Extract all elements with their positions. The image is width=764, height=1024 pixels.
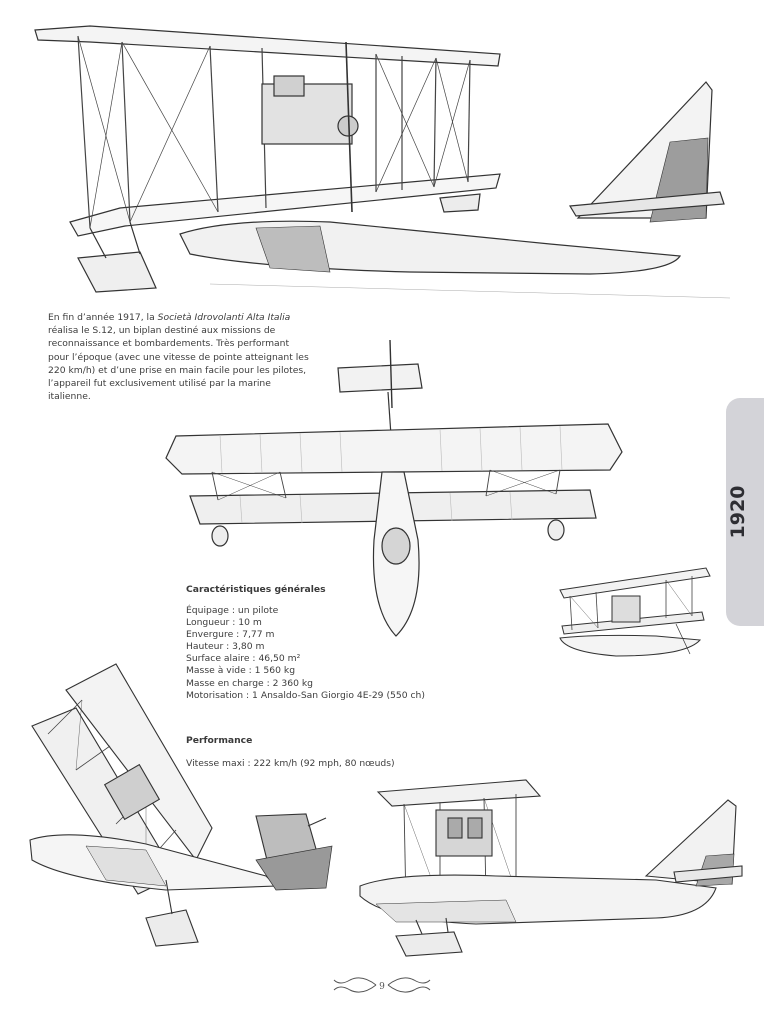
spec-item: Surface alaire : 46,50 m² (186, 653, 301, 665)
performance-heading: Performance (186, 735, 253, 746)
spec-item: Longueur : 10 m (186, 617, 262, 629)
performance-text: Vitesse maxi : 222 km/h (92 mph, 80 nœud… (186, 758, 395, 769)
company-name: Società Idrovolanti Alta Italia (157, 312, 291, 323)
spec-item: Masse en charge : 2 360 kg (186, 677, 314, 689)
spec-item: Envergure : 7,77 m (186, 629, 275, 641)
biplane-small-sketch (556, 564, 716, 664)
spec-item: Masse à vide : 1 560 kg (186, 665, 296, 677)
spec-item: Équipage : un pilote (186, 605, 279, 616)
specs-section: Caractéristiques générales Équipage : un… (186, 584, 516, 702)
biplane-rear-sketch (356, 776, 746, 966)
biplane-top-sketch (160, 340, 630, 640)
year-tab (726, 398, 764, 626)
specs-heading: Caractéristiques générales (186, 584, 326, 595)
specs-list: Équipage : un pilote Longueur : 10 m Env… (186, 605, 516, 702)
spec-item: Motorisation : 1 Ansaldo-San Giorgio 4E-… (186, 689, 425, 701)
year-label: 1920 (727, 485, 749, 539)
intro-text-rest: réalisa le S.12, un biplan destiné aux m… (48, 325, 309, 403)
biplane-three-quarter-sketch (26, 660, 346, 950)
page-ornament-icon: 9 (332, 970, 432, 1004)
intro-paragraph: En fin d’année 1917, la Società Idrovola… (48, 311, 313, 403)
biplane-side-sketch (30, 22, 750, 302)
performance-section: Performance Vitesse maxi : 222 km/h (92 … (186, 735, 516, 769)
page-number: 9 (379, 982, 385, 992)
intro-text-start: En fin d’année 1917, la (48, 312, 158, 323)
spec-item: Hauteur : 3,80 m (186, 641, 265, 653)
